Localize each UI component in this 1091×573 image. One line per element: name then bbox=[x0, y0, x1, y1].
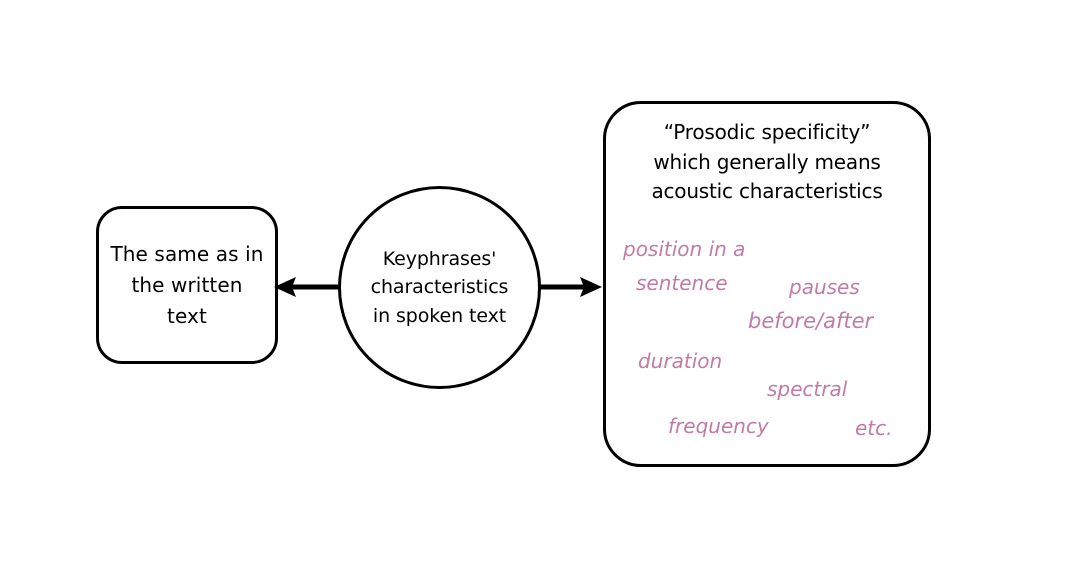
tag-before-after: before/after bbox=[748, 309, 874, 333]
tag-etc: etc. bbox=[855, 416, 893, 440]
tag-pauses: pauses bbox=[789, 275, 860, 299]
right-box-prosodic-specificity: “Prosodic specificity” which generally m… bbox=[603, 101, 931, 467]
left-box-label: The same as in the written text bbox=[110, 241, 264, 328]
tag-duration: duration bbox=[638, 349, 723, 373]
tag-position-in-a: position in a bbox=[623, 237, 746, 261]
tag-sentence: sentence bbox=[636, 271, 728, 295]
tag-frequency: frequency bbox=[668, 414, 769, 438]
arrow-to-left-box bbox=[274, 277, 338, 297]
left-box-written-text: The same as in the written text bbox=[96, 206, 278, 364]
center-circle-label: Keyphrases' characteristics in spoken te… bbox=[370, 247, 509, 327]
arrow-to-right-box bbox=[538, 277, 602, 297]
center-circle-keyphrase-characteristics: Keyphrases' characteristics in spoken te… bbox=[338, 186, 541, 389]
tag-spectral: spectral bbox=[767, 377, 848, 401]
right-box-heading: “Prosodic specificity” which generally m… bbox=[651, 120, 883, 204]
